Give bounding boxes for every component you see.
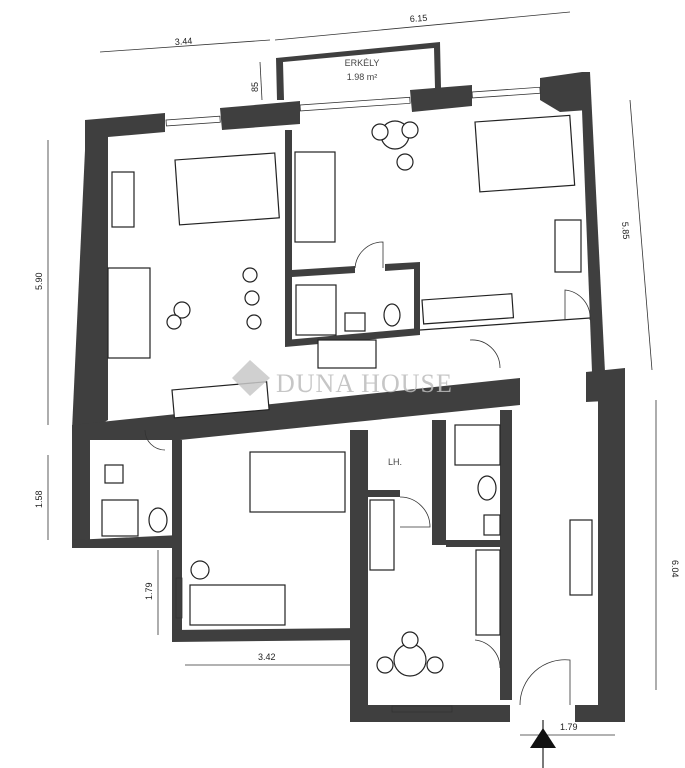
sink-1 xyxy=(104,464,124,484)
entrance-door xyxy=(519,659,571,706)
furniture xyxy=(101,114,593,677)
sink-3 xyxy=(483,514,501,536)
bath-unit xyxy=(454,424,501,466)
dim-left-bath: 1.58 xyxy=(34,490,44,508)
sofa-2 xyxy=(294,151,336,243)
kitchen-counter-2 xyxy=(421,293,515,325)
balcony-wall xyxy=(276,42,441,100)
storage-label: LH. xyxy=(388,457,402,467)
closet-2 xyxy=(317,339,377,369)
sink-2 xyxy=(344,312,366,332)
bed-1 xyxy=(174,152,280,226)
kitchen-counter-3 xyxy=(475,549,501,636)
sofa-1 xyxy=(107,267,151,359)
sofa-3 xyxy=(189,584,286,626)
svg-text:DUNA HOUSE: DUNA HOUSE xyxy=(276,369,453,398)
walls xyxy=(72,72,625,722)
dim-top-left: 3.44 xyxy=(174,36,192,47)
closet-1 xyxy=(554,219,582,273)
dimension-lines xyxy=(47,11,657,736)
dim-bottom-bedroom: 3.42 xyxy=(258,652,276,662)
dim-top-right: 6.15 xyxy=(409,13,427,24)
doors[interactable] xyxy=(144,241,591,706)
closet-4 xyxy=(569,519,593,596)
shower-2 xyxy=(295,284,337,336)
balcony-area: 1.98 m² xyxy=(347,72,378,82)
dim-balcony-depth: 85 xyxy=(250,82,260,92)
balcony-label: ERKÉLY xyxy=(345,58,380,68)
dim-right-lower: 6.04 xyxy=(670,560,680,578)
duna-house-watermark: DUNA HOUSE xyxy=(232,360,453,398)
bed-2 xyxy=(474,114,576,193)
toilet-3 xyxy=(477,475,497,501)
closet-3 xyxy=(369,499,395,571)
toilet-2 xyxy=(383,303,401,327)
dim-entrance: 1.79 xyxy=(560,722,578,732)
windows xyxy=(165,86,541,713)
entrance-arrow-icon xyxy=(530,720,556,768)
shower xyxy=(101,499,139,537)
dim-left-lower: 1.79 xyxy=(144,582,154,600)
dim-left-upper: 5.90 xyxy=(34,272,44,290)
dim-right-upper: 5.85 xyxy=(620,221,631,239)
toilet-1 xyxy=(148,507,168,533)
wardrobe xyxy=(111,171,135,228)
bed-3 xyxy=(249,451,346,513)
